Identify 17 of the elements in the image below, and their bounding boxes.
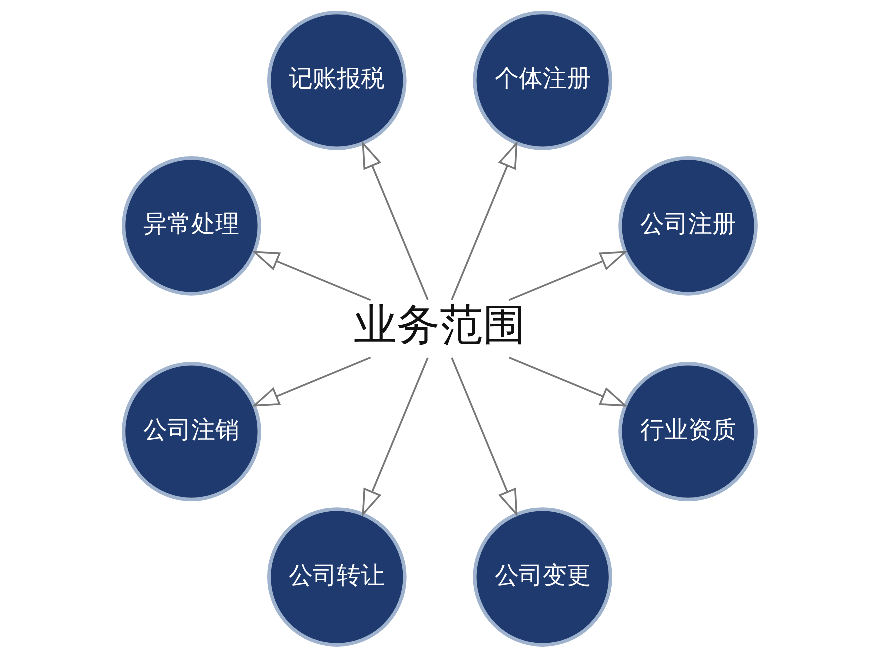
arrow bbox=[508, 251, 628, 302]
arrow bbox=[252, 251, 371, 302]
node-circle: 行业资质 bbox=[618, 362, 758, 502]
arrow bbox=[508, 356, 628, 407]
arrow bbox=[450, 358, 518, 517]
node-circle: 记账报税 bbox=[267, 11, 406, 150]
node-text: 业务范围 bbox=[354, 300, 526, 350]
node-circle: 公司变更 bbox=[472, 508, 612, 647]
node-circle: 公司转让 bbox=[267, 508, 406, 647]
node-circle: 公司注销 bbox=[122, 362, 261, 502]
node-circle: 公司注册 bbox=[618, 156, 758, 296]
node-circle: 个体注册 bbox=[472, 11, 612, 150]
arrow bbox=[362, 141, 428, 300]
node-circle: 异常处理 bbox=[122, 156, 261, 296]
arrow bbox=[252, 356, 371, 407]
arrow bbox=[450, 141, 518, 300]
arrow bbox=[362, 358, 428, 517]
